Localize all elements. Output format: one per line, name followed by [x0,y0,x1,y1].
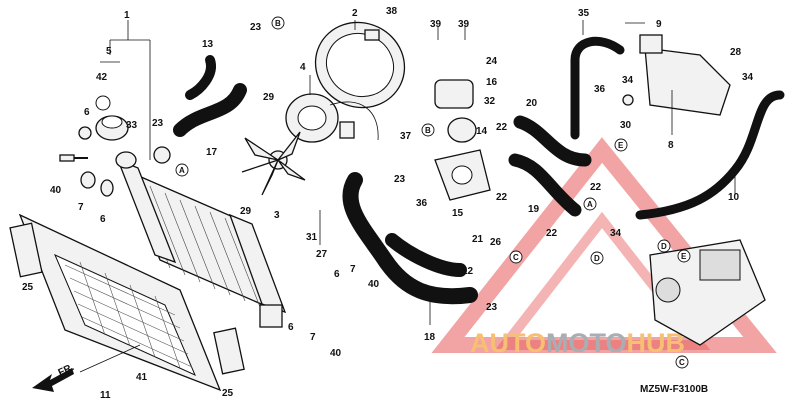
thermostat-assembly [434,79,491,201]
fan-motor [285,93,379,143]
callout-b-1: B [275,19,281,28]
part-number-34a: 34 [622,75,634,86]
hoses [173,36,785,305]
part-number-labels: 1 2 3 4 5 6 7 8 9 10 11 12 13 14 15 16 1… [22,6,754,401]
part-number-13: 13 [202,39,214,50]
part-number-9: 9 [656,19,662,30]
part-number-41: 41 [136,372,148,383]
part-number-22d: 22 [546,228,558,239]
part-number-36: 36 [416,198,428,209]
part-number-23c: 23 [394,174,406,185]
part-number-10: 10 [728,192,740,203]
part-number-35: 35 [578,8,590,19]
part-number-21: 21 [472,234,484,245]
callout-b-2: B [425,126,431,135]
engine-block [649,239,766,346]
watermark-moto: MOTO [546,328,627,358]
part-number-12: 12 [462,266,474,277]
part-number-29a: 29 [263,92,275,103]
part-number-31: 31 [306,232,318,243]
part-number-3: 3 [274,210,280,221]
part-number-28: 28 [730,47,742,58]
part-number-40a: 40 [50,185,62,196]
part-number-25a: 25 [22,282,34,293]
watermark-hub: HUB [627,328,686,358]
part-number-34c: 34 [610,228,622,239]
part-number-24: 24 [486,56,498,67]
watermark-auto: AUTO [470,328,546,358]
part-number-38: 38 [386,6,398,17]
leader-lines [79,20,736,373]
part-number-14: 14 [476,126,488,137]
part-number-22a: 22 [496,122,508,133]
part-number-8: 8 [668,140,674,151]
part-number-18: 18 [424,332,436,343]
part-number-7b: 7 [350,264,356,275]
part-number-36b: 36 [594,84,606,95]
callout-d-1: D [594,254,600,263]
part-number-40b: 40 [368,279,380,290]
part-number-39a: 39 [430,19,442,30]
part-number-22c: 22 [590,182,602,193]
fan-shroud [314,21,406,109]
front-arrow: FR. [32,362,76,392]
callout-c-1: C [513,253,519,262]
part-number-27: 27 [316,249,328,260]
part-number-6d: 6 [288,322,294,333]
part-number-11: 11 [100,390,111,401]
part-number-7a: 7 [78,202,84,213]
callout-d-2: D [661,242,667,251]
watermark: AUTOMOTOHUB [431,137,777,358]
part-number-39b: 39 [458,19,470,30]
radiator-cap [95,95,137,169]
part-number-23d: 23 [486,302,498,313]
radiator-core [116,158,287,328]
part-number-6a: 6 [100,214,106,225]
part-number-32: 32 [484,96,496,107]
part-number-6b: 6 [84,107,90,118]
part-number-42: 42 [96,72,108,83]
part-number-4: 4 [300,62,306,73]
part-number-33: 33 [126,120,138,131]
part-number-22b: 22 [496,192,508,203]
callout-e-1: E [618,141,624,150]
fasteners-left [59,126,171,197]
svg-text:AUTOMOTOHUB: AUTOMOTOHUB [470,328,685,358]
radiator-shroud [9,213,245,392]
part-number-37: 37 [400,131,412,142]
part-number-15: 15 [452,208,464,219]
callout-e-2: E [681,252,687,261]
callout-c-2: C [679,358,685,367]
part-number-16: 16 [486,77,498,88]
part-number-29b: 29 [240,206,252,217]
part-number-23b: 23 [152,118,164,129]
reserve-tank [622,34,731,116]
callouts: A B B C C A D D E E [175,16,691,369]
part-number-26: 26 [490,237,502,248]
diagram-code: MZ5W-F3100B [640,384,708,395]
part-number-6c: 6 [334,269,340,280]
callout-a-2: A [587,200,593,209]
watermark-triangle [431,137,777,353]
callout-a-1: A [179,166,185,175]
part-number-19: 19 [528,204,540,215]
part-number-25b: 25 [222,388,234,399]
part-number-7c: 7 [310,332,316,343]
fan-blade [241,131,306,196]
part-number-20: 20 [526,98,538,109]
part-number-23a: 23 [250,22,262,33]
part-number-1: 1 [124,10,130,21]
part-number-34b: 34 [742,72,754,83]
watermark-triangle-inner [494,211,711,350]
part-number-17: 17 [206,147,218,158]
part-number-2: 2 [352,8,358,19]
part-number-40c: 40 [330,348,342,359]
part-number-30: 30 [620,120,632,131]
part-number-5: 5 [106,46,112,57]
front-label: FR. [57,362,76,379]
